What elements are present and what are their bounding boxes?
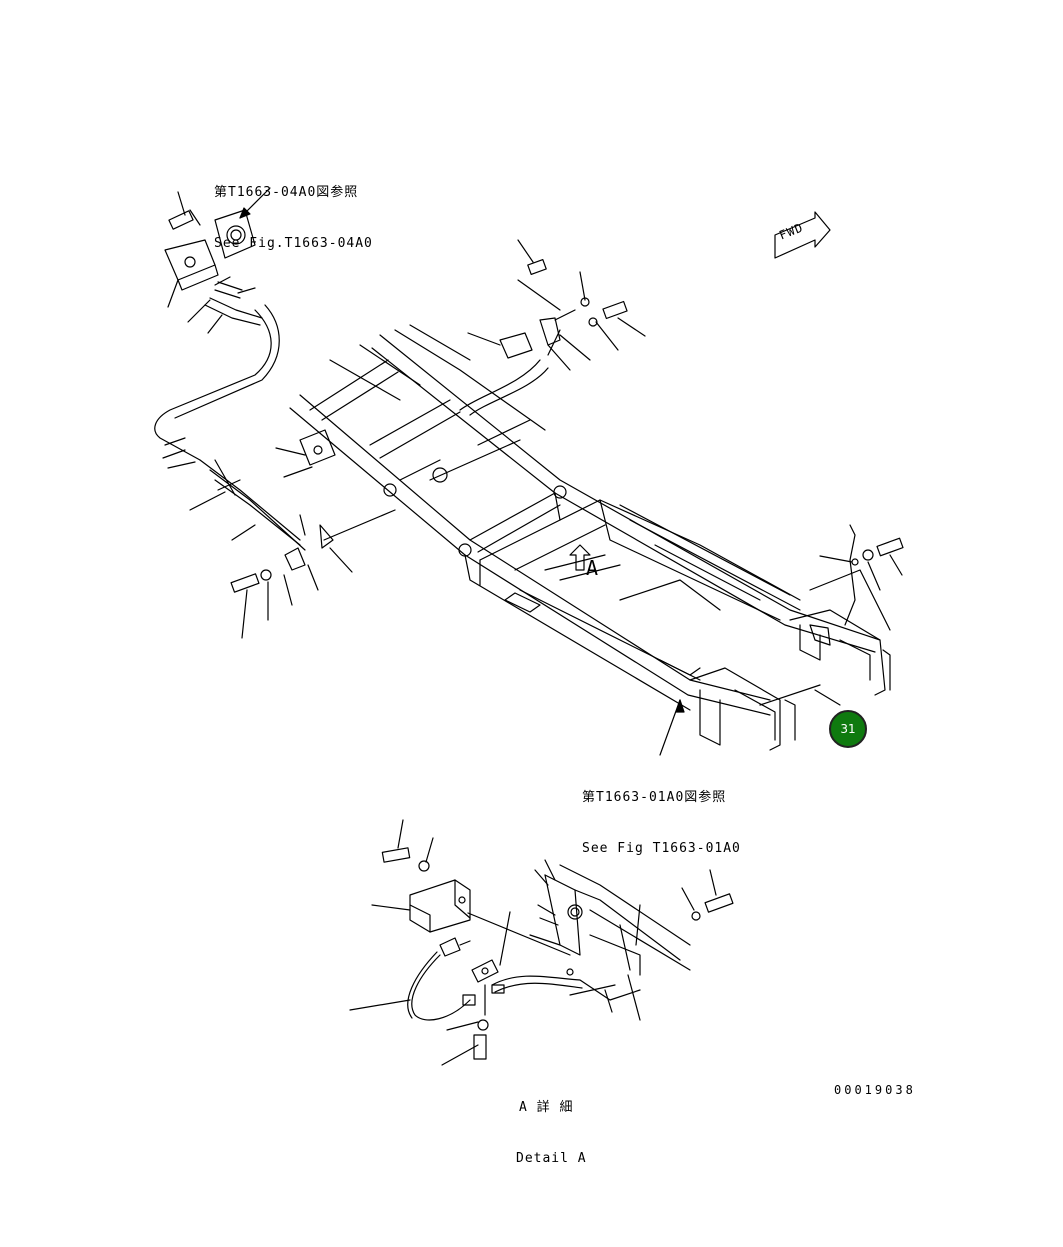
bottom-ref-arrow xyxy=(659,699,685,756)
top-right-parts xyxy=(467,239,646,371)
fwd-arrow-symbol xyxy=(774,211,831,259)
bottom-reference-jp: 第T1663-01A0図参照 xyxy=(582,790,727,805)
bottom-reference-en: See Fig T1663-01A0 xyxy=(582,841,741,856)
detail-a-drawing xyxy=(349,819,734,1066)
top-reference-en: See Fig.T1663-04A0 xyxy=(214,236,373,251)
main-frame xyxy=(289,324,891,751)
callout-badge-31[interactable]: 31 xyxy=(829,710,867,748)
detail-a-caption: A 詳 細 Detail A xyxy=(516,1065,587,1201)
top-figure-reference: 第T1663-04A0図参照 See Fig.T1663-04A0 xyxy=(214,150,373,286)
top-left-parts xyxy=(164,187,271,334)
bottom-figure-reference: 第T1663-01A0図参照 See Fig T1663-01A0 xyxy=(582,755,741,891)
wiring-harness xyxy=(154,304,561,551)
rear-right-parts xyxy=(759,524,904,706)
section-a-label: A xyxy=(586,556,600,580)
top-reference-jp: 第T1663-04A0図参照 xyxy=(214,185,359,200)
detail-caption-en: Detail A xyxy=(516,1151,587,1166)
drawing-number: 00019038 xyxy=(834,1083,916,1097)
detail-caption-jp: A 詳 細 xyxy=(519,1100,574,1115)
left-clamp-parts xyxy=(162,429,396,639)
